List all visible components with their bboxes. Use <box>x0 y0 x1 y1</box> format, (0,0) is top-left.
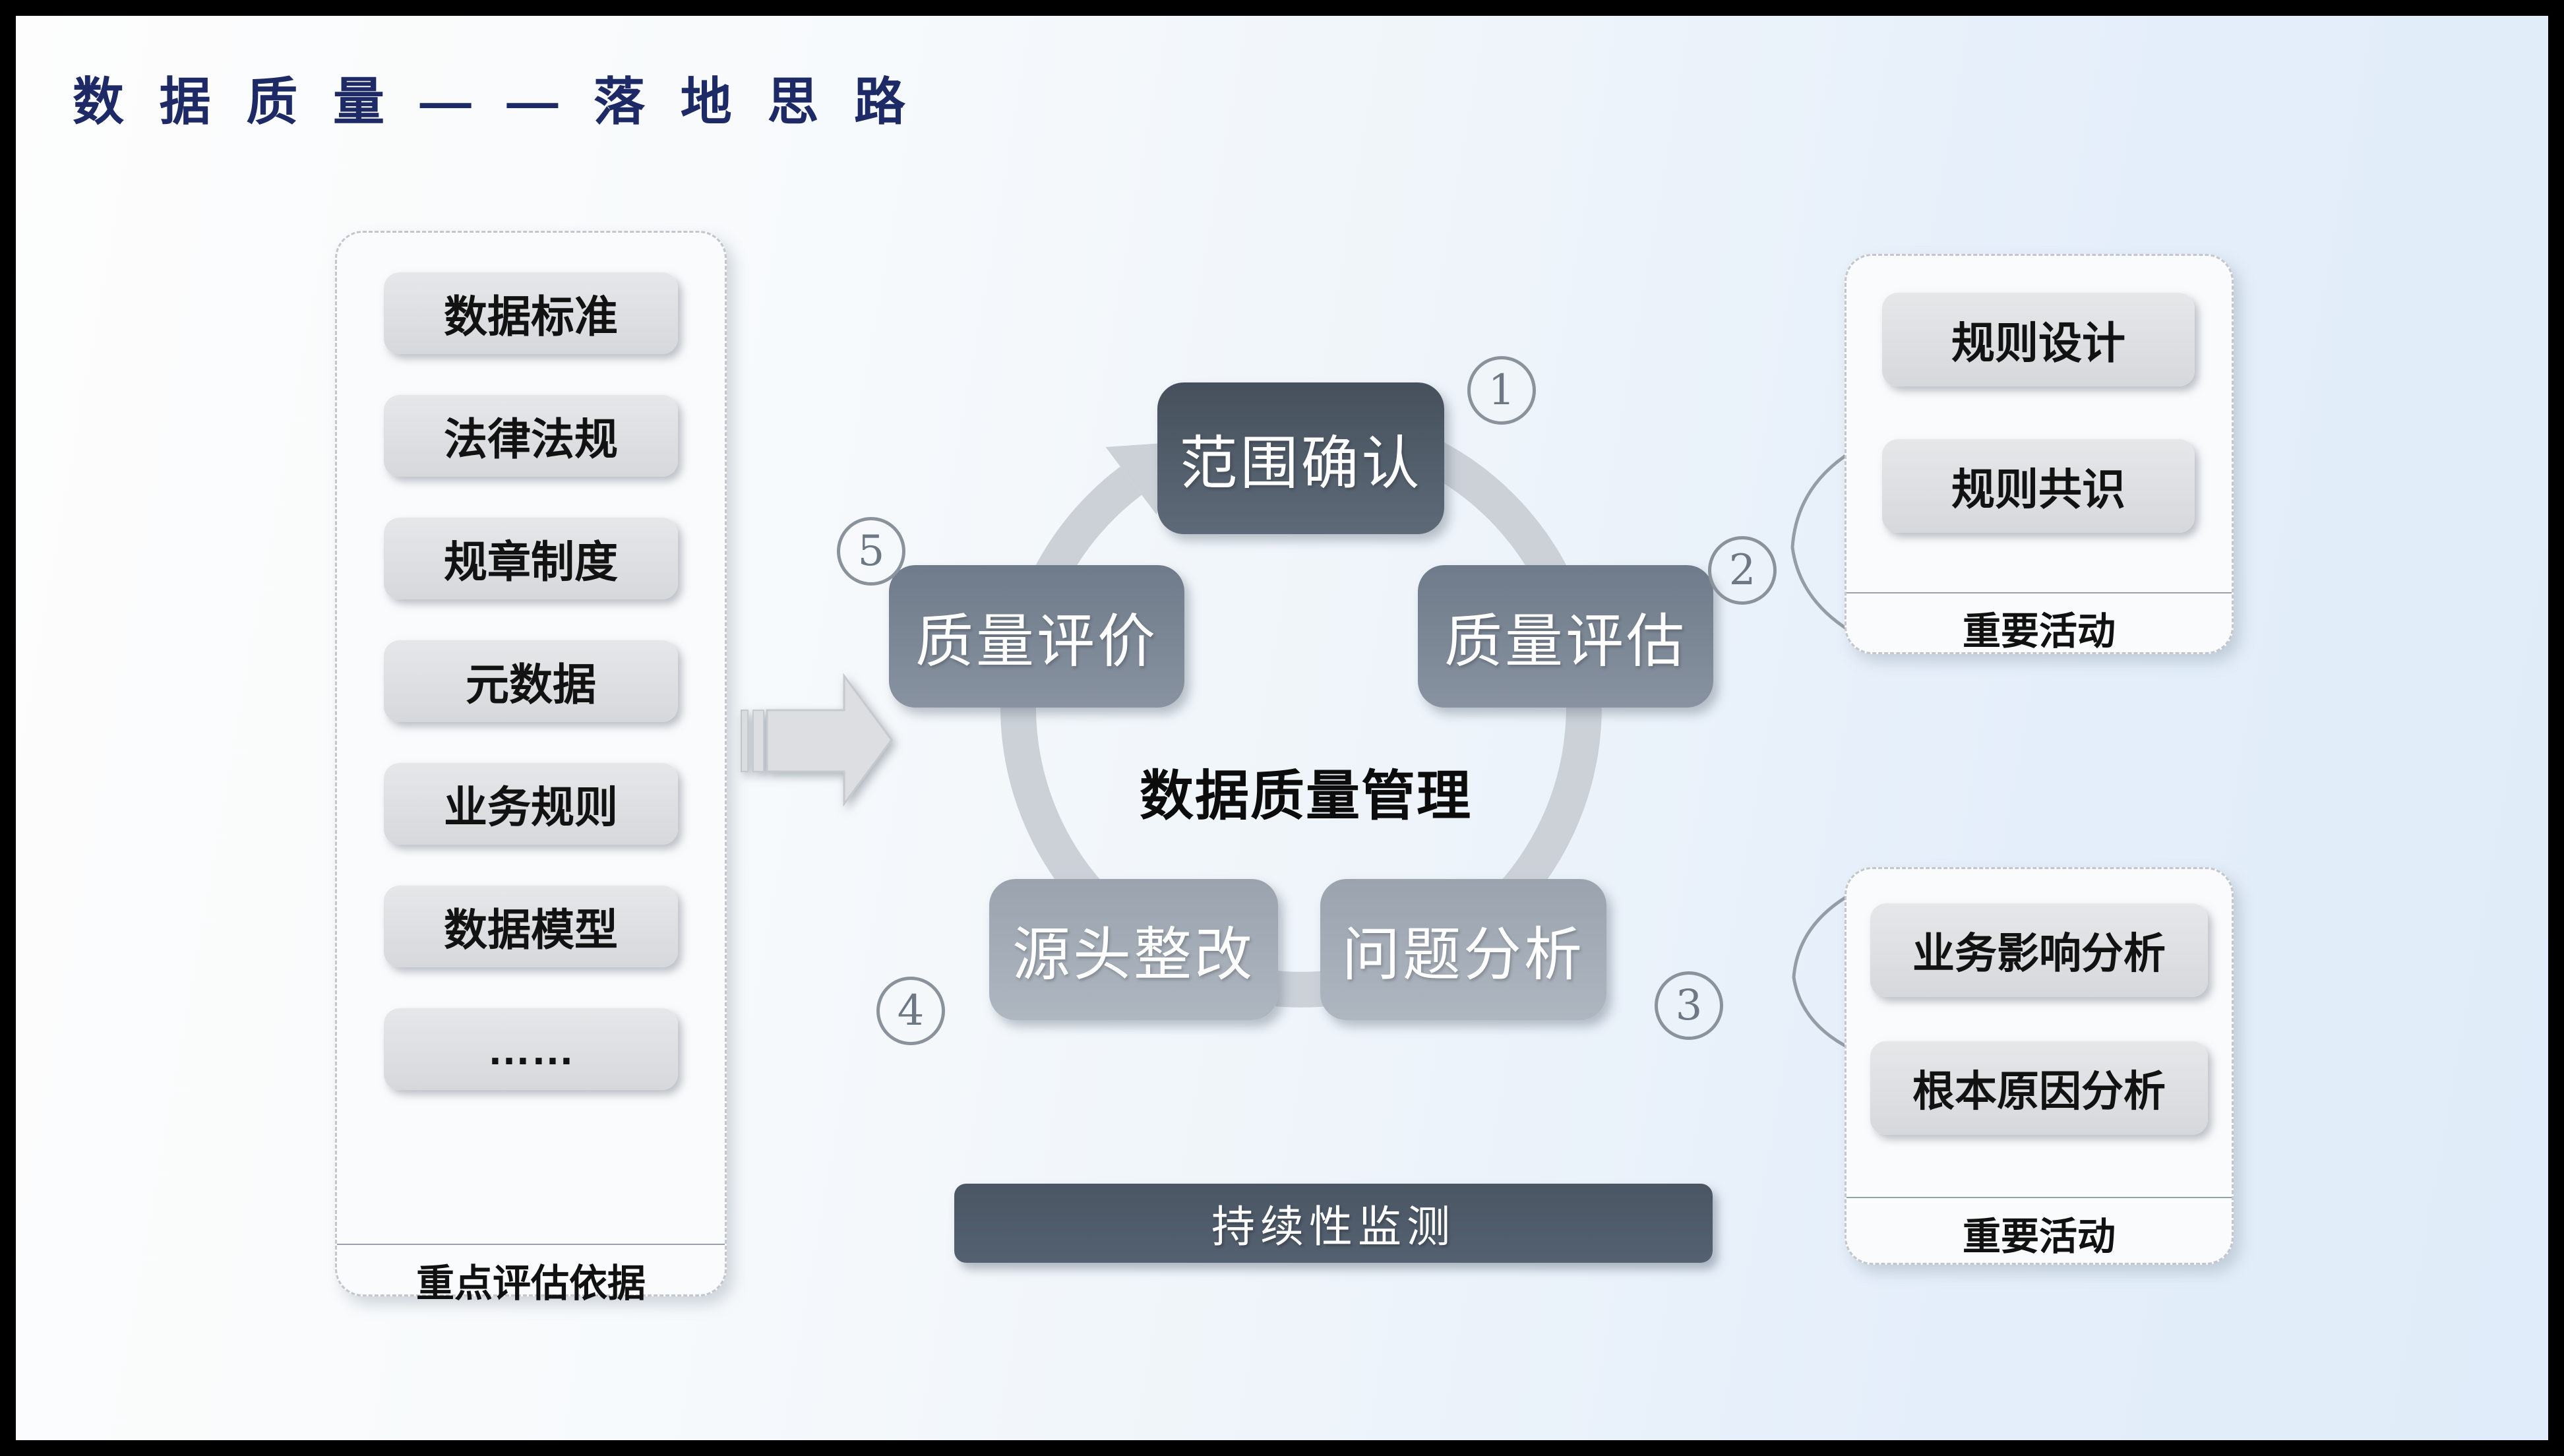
step-number-2: 2 <box>1708 536 1777 605</box>
page-title: 数 据 质 量 — — 落 地 思 路 <box>73 73 917 131</box>
monitor-bar: 持续性监测 <box>954 1184 1713 1263</box>
step-number-1: 1 <box>1467 356 1536 425</box>
panel-divider <box>1847 1197 2232 1198</box>
basis-item-ellipsis: …… <box>384 1008 678 1090</box>
panel-footer-label: 重点评估依据 <box>415 1262 646 1305</box>
cycle-box-rectify: 源头整改 <box>989 879 1278 1020</box>
flow-arrow-icon <box>766 673 893 807</box>
brace-bottom-icon <box>1792 895 1848 1048</box>
cycle-box-evaluate: 质量评价 <box>889 565 1184 708</box>
flow-arrow-tail-line <box>741 710 748 772</box>
step-number-3: 3 <box>1655 971 1723 1040</box>
basis-item: 法律法规 <box>384 395 678 477</box>
panel-divider <box>337 1244 725 1245</box>
panel-footer-label: 重要活动 <box>1962 610 2116 653</box>
cycle-box-scope: 范围确认 <box>1157 382 1444 534</box>
basis-item: 元数据 <box>384 640 678 722</box>
flow-arrow-tail-line <box>752 710 764 772</box>
activity-item: 规则共识 <box>1882 439 2195 533</box>
cycle-box-assess: 质量评估 <box>1418 565 1713 708</box>
panel-footer-label: 重要活动 <box>1962 1215 2116 1258</box>
basis-item: 规章制度 <box>384 518 678 599</box>
step-number-4: 4 <box>876 977 945 1045</box>
panel-divider <box>1847 592 2232 593</box>
key-activities-panel-bottom: 业务影响分析 根本原因分析 重要活动 <box>1845 867 2234 1265</box>
brace-top-icon <box>1790 453 1848 630</box>
basis-item: 数据模型 <box>384 886 678 967</box>
activity-item: 业务影响分析 <box>1870 903 2208 997</box>
cycle-center-label: 数据质量管理 <box>1139 766 1472 826</box>
cycle-box-analyze: 问题分析 <box>1320 879 1606 1020</box>
key-activities-panel-top: 规则设计 规则共识 重要活动 <box>1845 254 2234 654</box>
activity-item: 规则设计 <box>1882 293 2195 386</box>
activity-item: 根本原因分析 <box>1870 1041 2208 1135</box>
assessment-basis-panel: 数据标准 法律法规 规章制度 元数据 业务规则 数据模型 …… 重点评估依据 <box>335 231 727 1305</box>
basis-item: 数据标准 <box>384 272 678 354</box>
basis-item: 业务规则 <box>384 763 678 845</box>
step-number-5: 5 <box>837 517 905 586</box>
